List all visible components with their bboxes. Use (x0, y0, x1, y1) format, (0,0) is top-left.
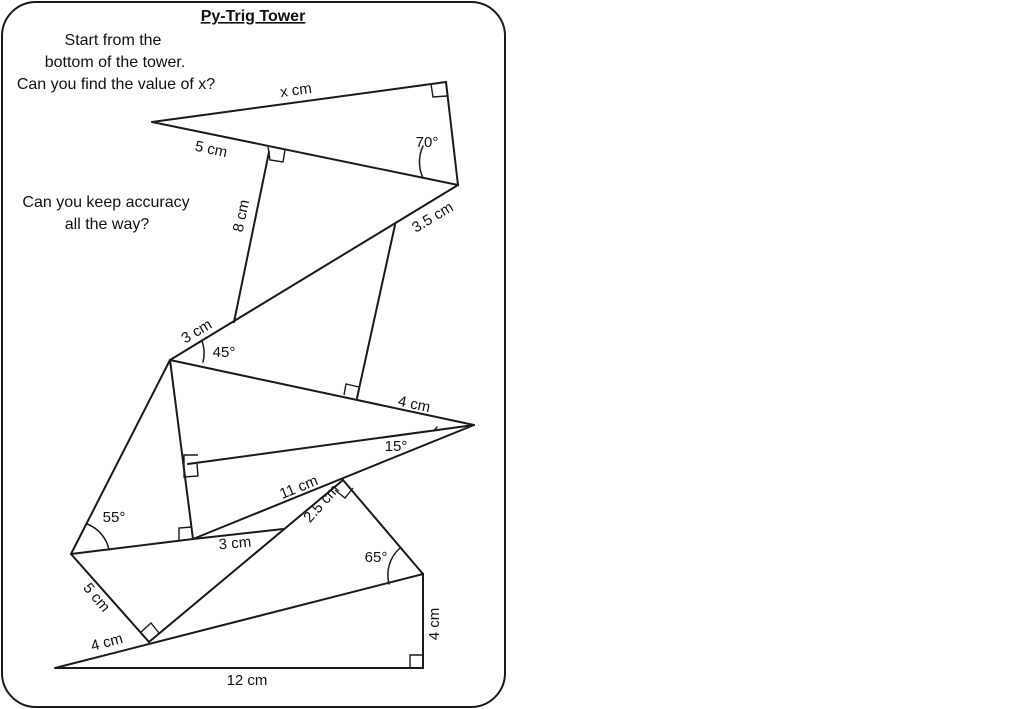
instruction-line-5: all the way? (65, 216, 150, 233)
diagram-title: Py-Trig Tower (201, 8, 306, 25)
label-5cm-top: 5 cm (193, 138, 228, 161)
diagram-labels: x cm 5 cm 70° 8 cm 3.5 cm 3 cm 45° 4 cm … (79, 80, 456, 689)
instruction-line-2: bottom of the tower. (45, 54, 186, 71)
label-5cm-lower: 5 cm (79, 580, 113, 616)
triangle-lines (54, 80, 475, 669)
instruction-line-1: Start from the (65, 32, 162, 49)
label-x-cm: x cm (279, 80, 313, 101)
right-angle-markers (140, 83, 448, 668)
angle-arcs (86, 145, 438, 585)
label-12cm: 12 cm (227, 672, 268, 689)
label-angle-55: 55° (103, 509, 126, 526)
label-angle-45: 45° (213, 344, 236, 361)
label-4cm-vertical: 4 cm (426, 608, 443, 641)
label-angle-70: 70° (416, 134, 439, 151)
card-border (1, 1, 506, 708)
label-8cm: 8 cm (230, 198, 253, 233)
instruction-line-3: Can you find the value of x? (17, 76, 215, 93)
instruction-line-4: Can you keep accuracy (22, 194, 189, 211)
label-4cm-mid: 4 cm (396, 393, 431, 416)
label-3-5cm: 3.5 cm (409, 199, 456, 237)
label-3cm-upper: 3 cm (178, 316, 215, 347)
label-3cm-lower: 3 cm (218, 534, 252, 554)
label-angle-65: 65° (365, 549, 388, 566)
label-angle-15: 15° (385, 438, 408, 455)
